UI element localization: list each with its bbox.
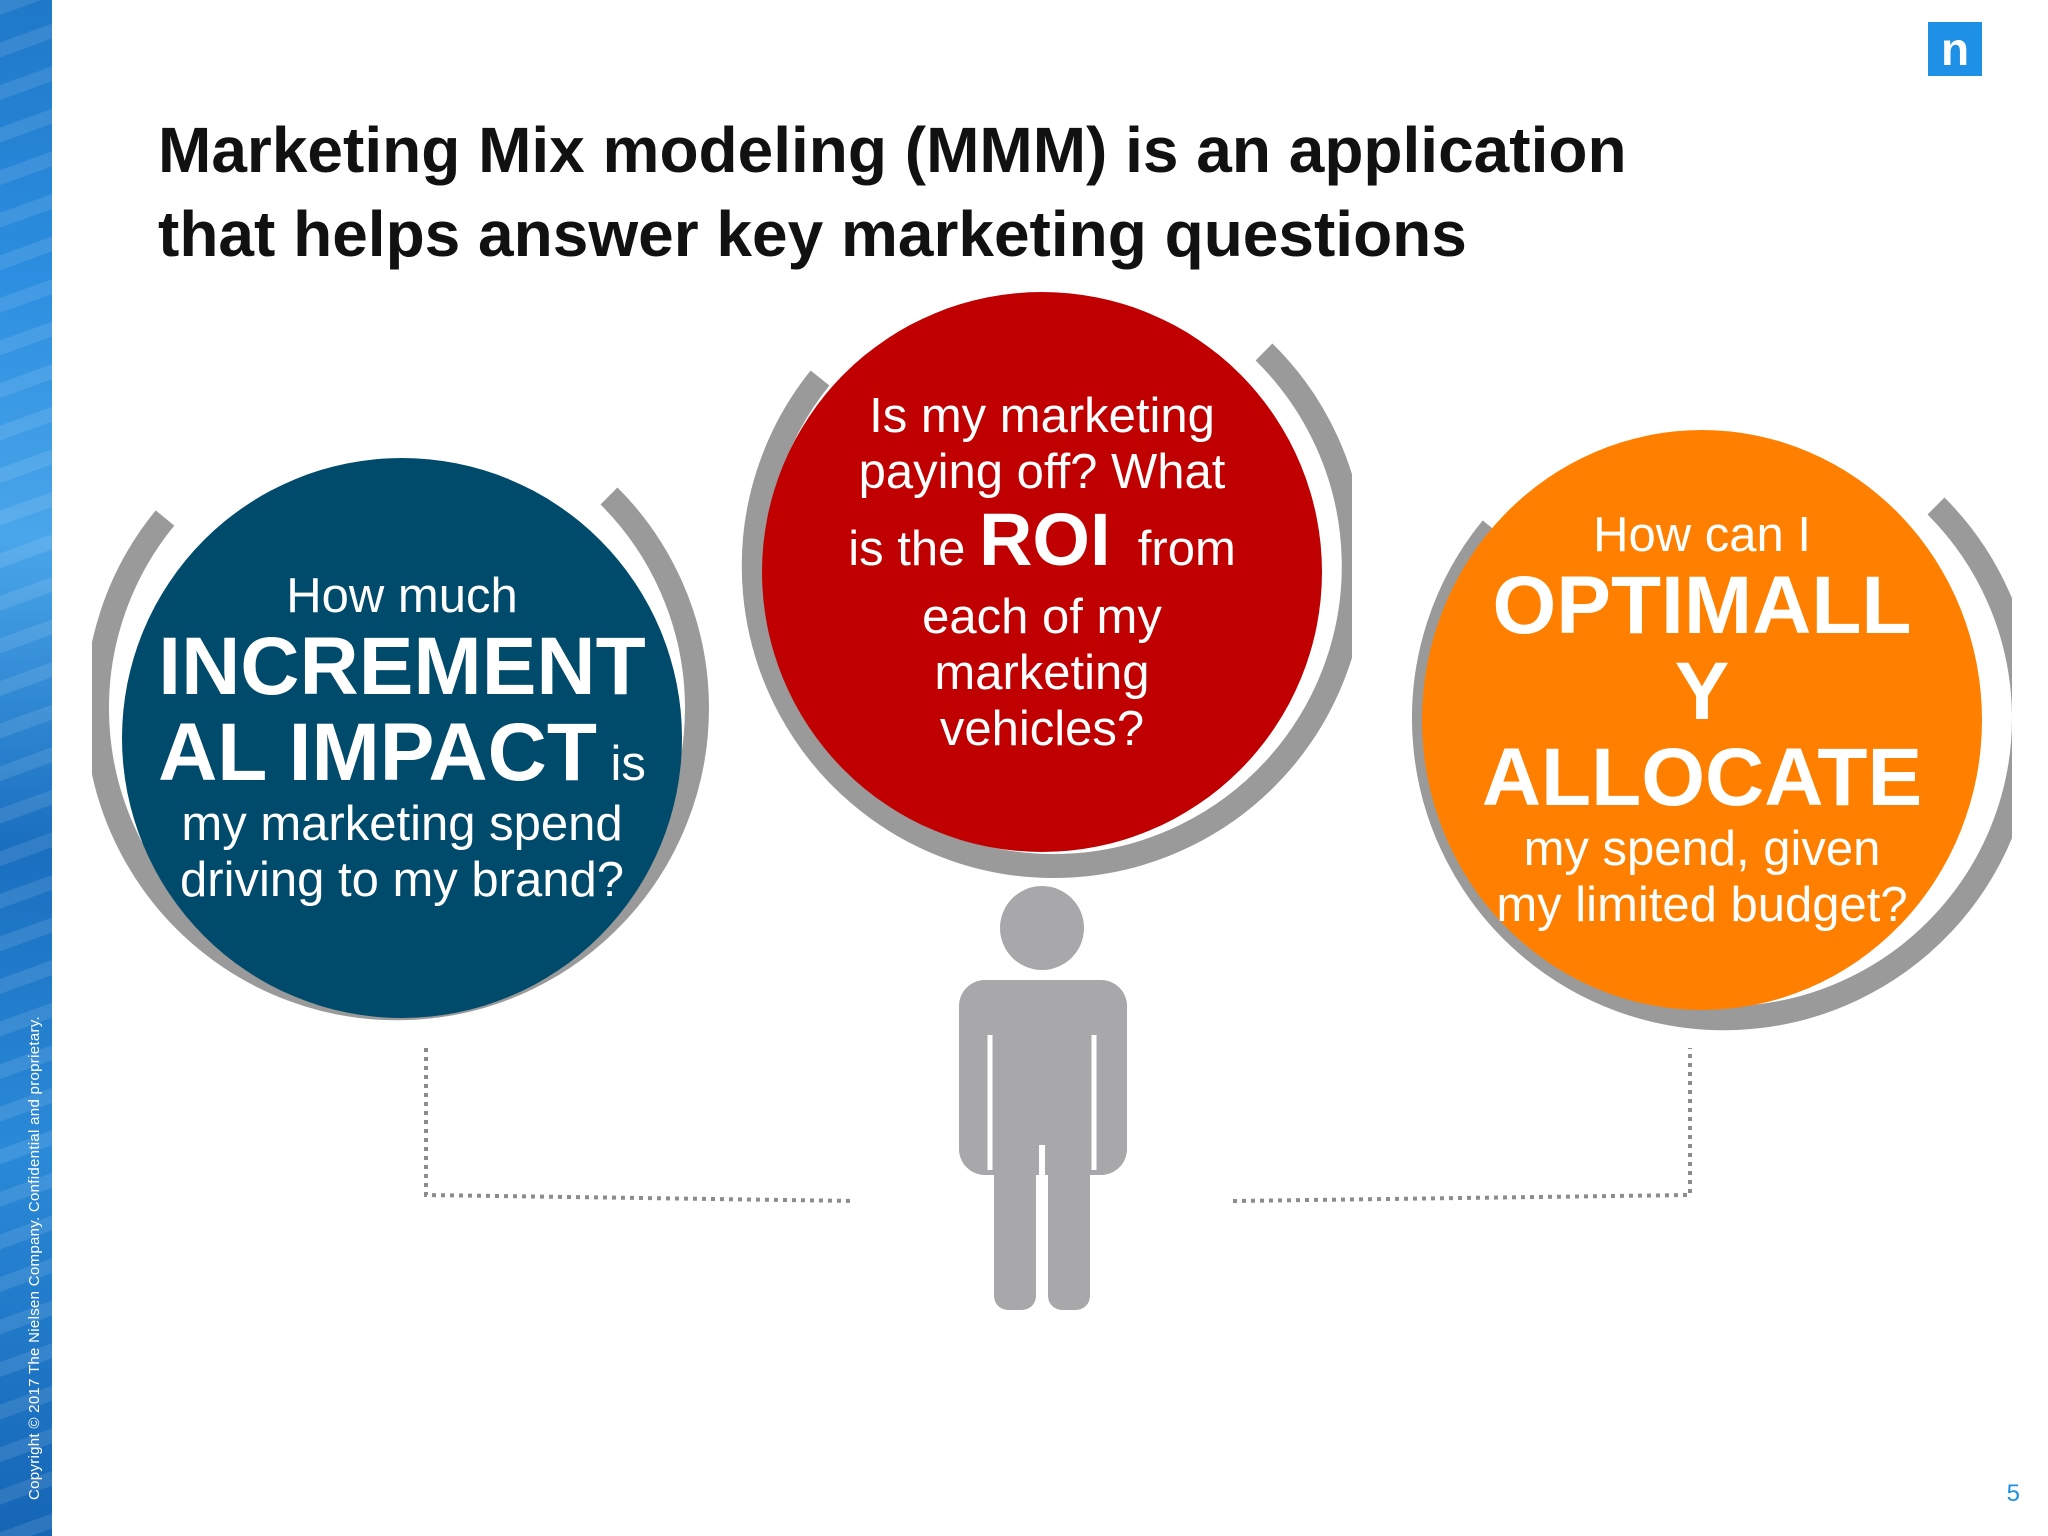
slide-title: Marketing Mix modeling (MMM) is an appli… (158, 108, 1858, 276)
roi-line-4: marketing (934, 645, 1150, 700)
roi-circle: Is my marketing paying off? What is the … (732, 282, 1352, 902)
increment-tail: is (596, 737, 646, 791)
increment-impact-disc: How much INCREMENT AL IMPACT is my marke… (122, 458, 682, 1018)
optimal-bold-2: Y (1674, 646, 1730, 737)
ring-arc-icon (741, 343, 1352, 879)
increment-line-3: driving to my brand? (180, 853, 624, 907)
person-icon (959, 886, 1127, 1310)
increment-impact-circle: How much INCREMENT AL IMPACT is my marke… (92, 428, 712, 1048)
increment-bold-2: AL IMPACT (158, 707, 597, 798)
increment-bold-1: INCREMENT (158, 621, 646, 712)
optimal-allocation-circle: How can I OPTIMALL Y ALLOCATE my spend, … (1392, 420, 2012, 1040)
roi-line-5: vehicles? (939, 701, 1145, 756)
roi-line-1: Is my marketing (869, 388, 1215, 443)
roi-bold: ROI (978, 497, 1111, 581)
slide-title-line-1: Marketing Mix modeling (MMM) is an appli… (158, 114, 1627, 186)
increment-bold-row: AL IMPACT is (158, 710, 646, 796)
left-connector (424, 1048, 856, 1203)
optimal-line-3: my limited budget? (1496, 878, 1908, 932)
increment-line-1: How much (286, 569, 518, 623)
roi-line-2: paying off? What (858, 444, 1226, 499)
roi-disc: Is my marketing paying off? What is the … (762, 292, 1322, 852)
slide-title-line-2: that helps answer key marketing question… (158, 198, 1467, 270)
optimal-line-1: How can I (1593, 508, 1811, 562)
page-number: 5 (2006, 1480, 2020, 1507)
side-band: Copyright © 2017 The Nielsen Company. Co… (0, 0, 52, 1536)
roi-row: is the ROI from (848, 497, 1236, 589)
optimal-line-2: my spend, given (1523, 822, 1881, 876)
roi-line-3: each of my (922, 589, 1162, 644)
nielsen-logo-icon: n (1928, 22, 1982, 76)
right-connector (1232, 1048, 1692, 1203)
increment-line-2: my marketing spend (181, 797, 623, 851)
roi-pre: is the (848, 521, 979, 576)
optimal-bold-1: OPTIMALL (1492, 560, 1912, 651)
optimal-allocation-disc: How can I OPTIMALL Y ALLOCATE my spend, … (1422, 430, 1982, 1010)
roi-post: from (1110, 521, 1236, 576)
optimal-bold-3: ALLOCATE (1481, 732, 1923, 823)
